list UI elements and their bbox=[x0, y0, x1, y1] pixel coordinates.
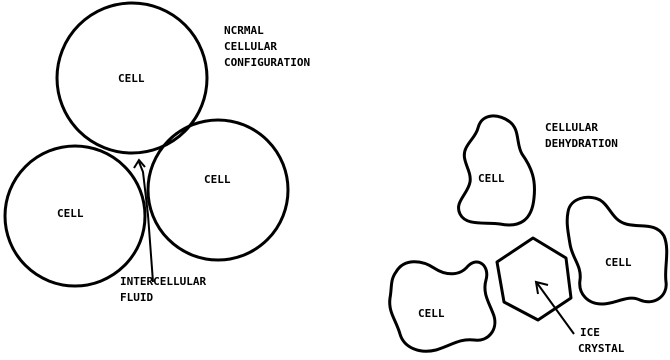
crystal-label-line-1: ICE bbox=[580, 326, 600, 339]
normal-cell-right bbox=[148, 120, 288, 260]
normal-caption-line-1: NCRMAL bbox=[224, 24, 264, 37]
dehydration-caption-line-2: DEHYDRATION bbox=[545, 137, 618, 150]
normal-caption-line-2: CELLULAR bbox=[224, 40, 277, 53]
fluid-label-line-1: INTERCELLULAR bbox=[120, 275, 206, 288]
ice-crystal-hexagon bbox=[497, 238, 571, 320]
normal-cell-top-label: CELL bbox=[118, 72, 145, 85]
normal-caption-line-3: CONFIGURATION bbox=[224, 56, 310, 69]
dehydrated-cell-top-label: CELL bbox=[478, 172, 505, 185]
dehydration-caption-line-1: CELLULAR bbox=[545, 121, 598, 134]
crystal-pointer-line bbox=[537, 283, 574, 334]
normal-configuration-panel: CELL CELL CELL NCRMAL CELLULAR CONFIGURA… bbox=[5, 3, 310, 304]
dehydration-panel: CELL CELL CELL CELLULAR DEHYDRATION ICE … bbox=[390, 116, 667, 355]
normal-cell-right-label: CELL bbox=[204, 173, 231, 186]
dehydrated-cell-right-label: CELL bbox=[605, 256, 632, 269]
dehydrated-cell-top bbox=[459, 116, 535, 225]
dehydrated-cell-left-label: CELL bbox=[418, 307, 445, 320]
normal-cell-left-label: CELL bbox=[57, 207, 84, 220]
crystal-label-line-2: CRYSTAL bbox=[578, 342, 625, 355]
fluid-label-line-2: FLUID bbox=[120, 291, 153, 304]
dehydrated-cell-right bbox=[567, 197, 667, 304]
